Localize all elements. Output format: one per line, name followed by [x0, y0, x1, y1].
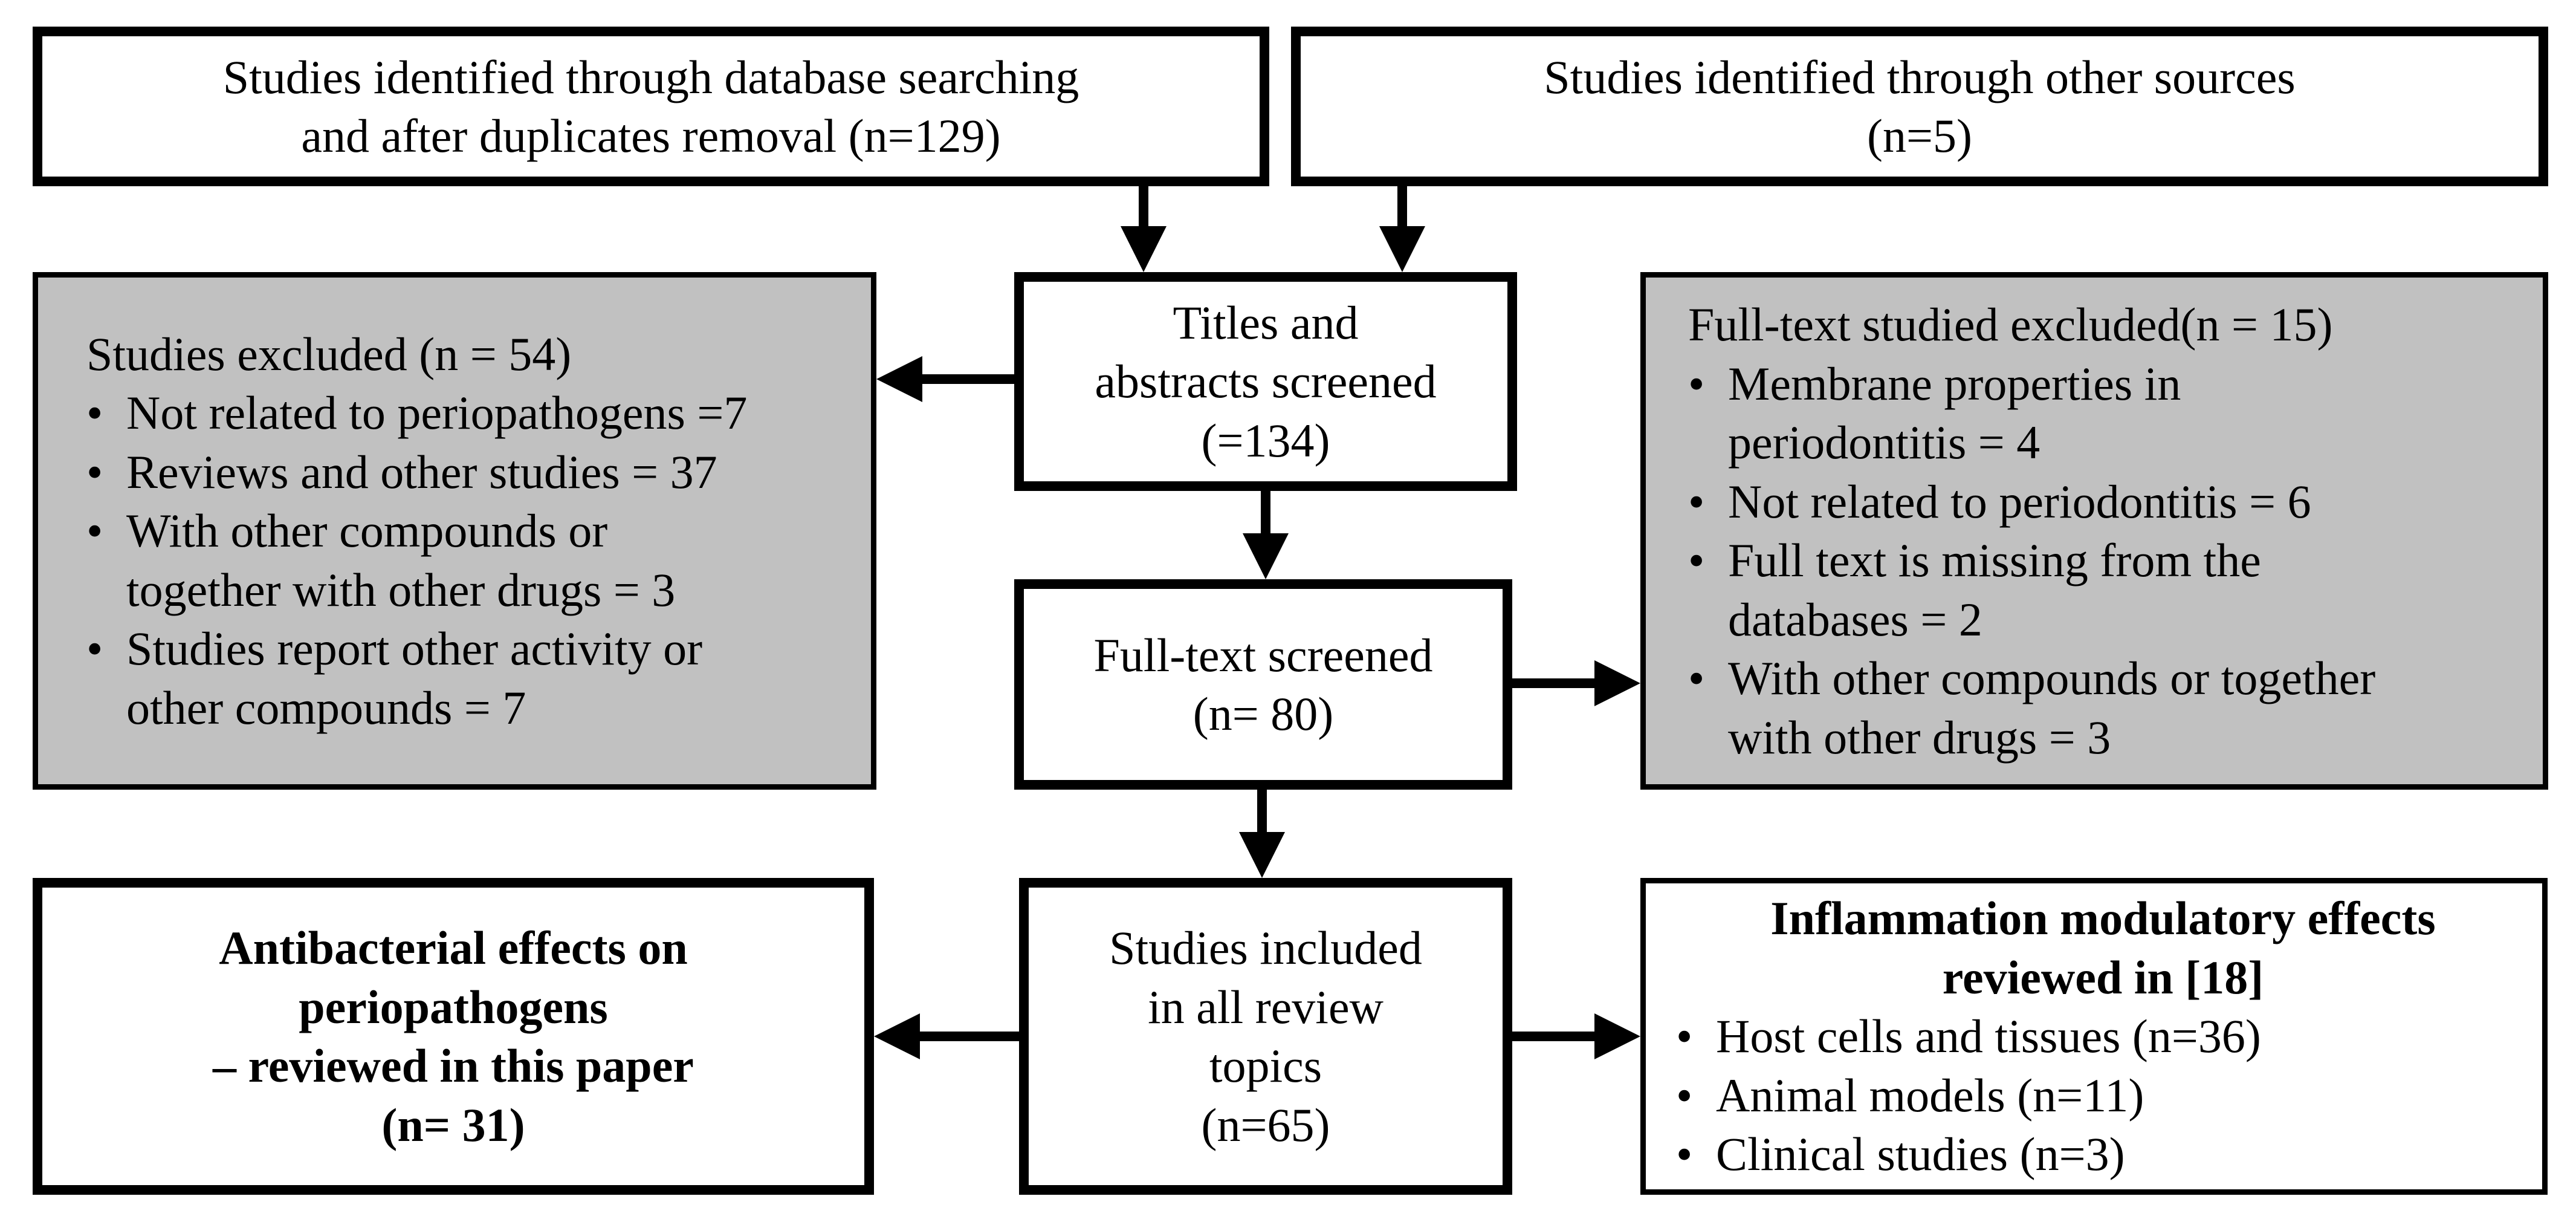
exclusion-item: • With other compounds or together with … — [1688, 649, 2375, 767]
exclusion-item: • Full text is missing from the database… — [1688, 531, 2375, 649]
inflammation-item: • Host cells and tissues (n=36) — [1676, 1007, 2261, 1066]
inflammation-item-text: Host cells and tissues (n=36) — [1716, 1010, 2261, 1063]
exclusion-item: • With other compounds or together with … — [86, 501, 747, 619]
arrowhead-down-icon — [1121, 226, 1167, 272]
exclusion-item-text: Reviews and other studies = 37 — [126, 445, 717, 498]
box-fulltext-excluded: Full-text studied excluded(n = 15) • Mem… — [1640, 272, 2548, 790]
arrowhead-down-icon — [1379, 226, 1425, 272]
arrow-shaft — [921, 374, 1015, 384]
exclusion-item-text: Studies report other activity or other c… — [126, 622, 703, 734]
arrow-shaft — [1397, 185, 1407, 227]
arrowhead-down-icon — [1239, 832, 1285, 878]
bullet-icon: • — [1676, 1128, 1693, 1181]
inflammation-item-text: Animal models (n=11) — [1716, 1068, 2144, 1122]
bullet-icon: • — [86, 622, 103, 675]
exclusion-item-text: Membrane properties in periodontitis = 4 — [1728, 357, 2181, 469]
bullet-icon: • — [1688, 534, 1705, 587]
arrow-shaft — [1139, 185, 1148, 227]
inflammation-list: • Host cells and tissues (n=36) • Animal… — [1676, 1007, 2261, 1184]
arrow-shaft — [1257, 788, 1267, 833]
box-text: Titles and abstracts screened (=134) — [1095, 296, 1437, 467]
box-studies-identified-other-sources: Studies identified through other sources… — [1291, 27, 2548, 186]
arrow-shaft — [1511, 678, 1596, 688]
exclusion-item: • Reviews and other studies = 37 — [86, 443, 747, 502]
arrowhead-left-icon — [874, 1013, 920, 1059]
box-text: Studies identified through database sear… — [222, 50, 1079, 163]
exclusion-item: • Not related to periodontitis = 6 — [1688, 472, 2375, 531]
box-text: Studies included in all review topics (n… — [1109, 921, 1422, 1151]
exclusion-item-text: With other compounds or together with ot… — [126, 504, 676, 616]
arrowhead-right-icon — [1594, 1013, 1640, 1059]
bullet-icon: • — [1688, 475, 1705, 528]
exclusion-list: • Not related to periopathogens =7 • Rev… — [86, 383, 747, 737]
bullet-icon: • — [1688, 357, 1705, 410]
box-titles-abstracts-screened: Titles and abstracts screened (=134) — [1014, 272, 1517, 491]
arrow-shaft — [1261, 490, 1270, 535]
exclusion-item-text: Full text is missing from the databases … — [1728, 534, 2261, 646]
exclusion-title: Studies excluded (n = 54) — [86, 327, 572, 380]
arrowhead-right-icon — [1594, 660, 1640, 706]
box-antibacterial-effects: Antibacterial effects on periopathogens … — [33, 878, 874, 1195]
exclusion-item-text: Not related to periodontitis = 6 — [1728, 475, 2311, 528]
inflammation-title: Inflammation modulatory effects reviewed… — [1770, 892, 2436, 1004]
box-studies-identified-database: Studies identified through database sear… — [33, 27, 1269, 186]
bullet-icon: • — [86, 504, 103, 557]
arrowhead-down-icon — [1243, 533, 1289, 579]
arrow-shaft — [1511, 1032, 1596, 1041]
bullet-icon: • — [1676, 1010, 1693, 1063]
exclusion-item: • Studies report other activity or other… — [86, 619, 747, 737]
exclusion-title: Full-text studied excluded(n = 15) — [1688, 298, 2333, 351]
exclusion-item: • Membrane properties in periodontitis =… — [1688, 354, 2375, 472]
box-inflammation-effects: Inflammation modulatory effects reviewed… — [1640, 878, 2548, 1195]
arrow-shaft — [919, 1032, 1020, 1041]
box-text: Full-text screened (n= 80) — [1093, 628, 1433, 741]
exclusion-item-text: With other compounds or together with ot… — [1728, 652, 2376, 764]
bullet-icon: • — [1676, 1068, 1693, 1122]
box-studies-excluded: Studies excluded (n = 54) • Not related … — [33, 272, 876, 790]
box-fulltext-screened: Full-text screened (n= 80) — [1014, 579, 1512, 790]
bullet-icon: • — [86, 445, 103, 498]
inflammation-item: • Clinical studies (n=3) — [1676, 1125, 2261, 1184]
box-text: Antibacterial effects on periopathogens … — [213, 921, 694, 1151]
inflammation-item: • Animal models (n=11) — [1676, 1066, 2261, 1125]
inflammation-item-text: Clinical studies (n=3) — [1716, 1128, 2125, 1181]
exclusion-item-text: Not related to periopathogens =7 — [126, 386, 748, 440]
arrowhead-left-icon — [876, 356, 922, 402]
exclusion-item: • Not related to periopathogens =7 — [86, 383, 747, 443]
bullet-icon: • — [86, 386, 103, 440]
box-studies-included: Studies included in all review topics (n… — [1019, 878, 1512, 1195]
box-text: Studies identified through other sources… — [1544, 50, 2296, 163]
exclusion-list: • Membrane properties in periodontitis =… — [1688, 354, 2375, 767]
bullet-icon: • — [1688, 652, 1705, 704]
